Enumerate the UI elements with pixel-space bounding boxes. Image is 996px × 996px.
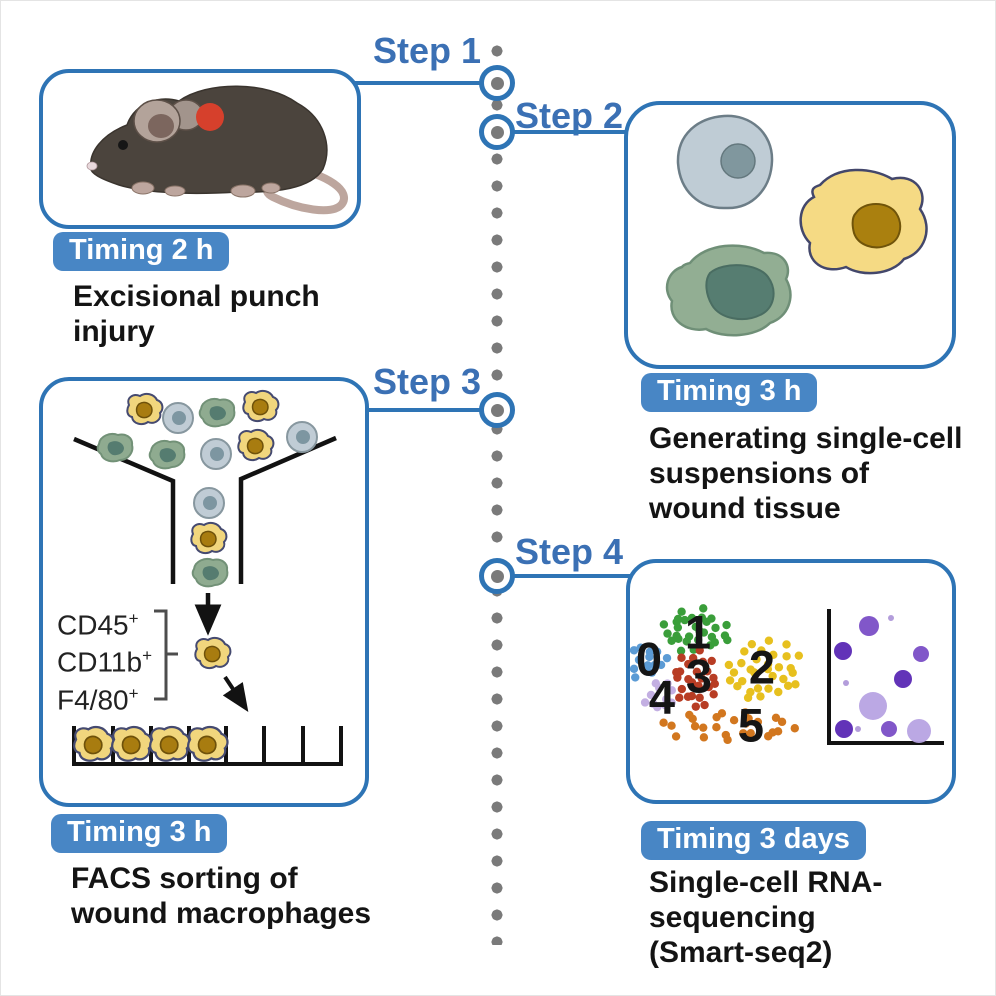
node-dot [490,403,504,417]
cluster-label-1: 1 [684,605,712,659]
facs-marker: CD45+ [57,609,139,641]
mouse-body [90,85,328,195]
timing-badge-3: Timing 3 h [51,814,228,853]
step-description-3: FACS sorting of wound macrophages [71,861,391,931]
cluster-label-3: 3 [685,649,713,703]
facs-sorting-illustration [72,389,343,766]
single-cell-suspension-illustration [665,114,928,337]
wound-marker [196,103,224,131]
facs-marker: CD11b+ [57,646,153,678]
mouse-foot [131,181,155,195]
blue-cell-nucleus [720,143,756,179]
mouse-ear-inner [148,114,174,138]
mouse-nose [86,161,98,171]
description-line: sequencing [649,901,816,934]
cluster-label-5: 5 [737,698,765,752]
mouse-eye [118,140,128,150]
description-line: Single-cell RNA- [649,866,883,899]
description-line: injury [73,315,155,348]
mouse-foot [164,185,186,197]
sorted-macrophage [194,636,232,670]
step-node-2 [479,114,515,150]
green-cell-nucleus [705,264,775,321]
step-node-3 [479,392,515,428]
scrna-seq-illustration [629,604,944,745]
cluster-label-4: 4 [648,670,676,724]
cluster-label-2: 2 [748,640,776,694]
tsne-cluster-dots [629,604,804,745]
description-line: wound macrophages [71,897,372,930]
step-connector-2 [513,130,628,134]
node-dot [490,76,504,90]
step-connector-4 [513,574,630,578]
step-node-4 [479,558,515,594]
description-line: FACS sorting of [71,862,298,895]
description-line: (Smart-seq2) [649,936,833,969]
dot-plot-axes [827,609,944,745]
step-description-2: Generating single-cell suspensions of wo… [649,421,979,526]
timing-badge-4: Timing 3 days [641,821,866,860]
description-line: wound tissue [649,492,841,525]
node-dot [490,125,504,139]
step-box-2 [624,101,956,369]
step-box-3: CD45+ CD11b+ F4/80+ [39,377,369,807]
mouse-illustration [86,85,348,215]
step-label-4: Step 4 [515,531,624,572]
step-label-2: Step 2 [515,95,624,136]
step-description-4: Single-cell RNA- sequencing (Smart-seq2) [649,865,969,970]
step-description-1: Excisional punch injury [73,279,373,349]
yellow-cell-nucleus [851,203,902,249]
to-wells-arrow [222,675,249,712]
step-connector-3 [361,408,481,412]
facs-marker-labels: CD45+ CD11b+ F4/80+ [57,603,152,715]
step-connector-1 [351,81,481,85]
timing-badge-1: Timing 2 h [53,232,230,271]
timing-badge-2: Timing 3 h [641,373,818,412]
facs-marker: F4/80+ [57,683,139,715]
step-label-3: Step 3 [372,361,481,402]
description-line: suspensions of [649,457,870,490]
cluster-label-0: 0 [635,632,663,686]
mouse-foot [230,184,256,198]
expression-dot-plot [834,615,931,743]
mouse-foot [261,182,281,194]
falling-cells [190,487,229,588]
description-line: Excisional punch [73,280,320,313]
node-dot [490,569,504,583]
timeline-dotted-line [491,45,503,945]
mixed-cell-pool [96,389,318,470]
description-line: Generating single-cell [649,422,963,455]
step-node-1 [479,65,515,101]
marker-bracket [154,609,168,701]
step-box-1 [39,69,361,229]
step-label-1: Step 1 [372,30,481,71]
